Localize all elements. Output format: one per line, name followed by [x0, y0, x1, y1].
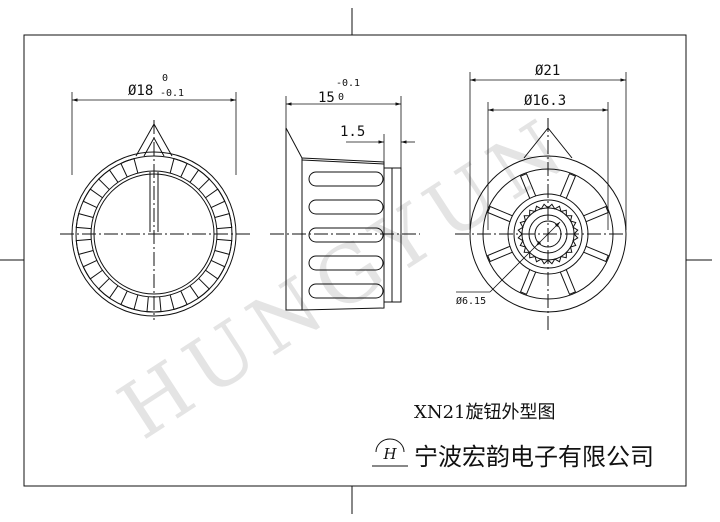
grip-scallop — [205, 260, 226, 280]
grip-scallop — [189, 278, 211, 299]
grip-scallop — [97, 278, 119, 299]
side-rib — [308, 227, 384, 243]
side-tol-upper: -0.1 — [336, 78, 360, 89]
front-tol-lower: -0.1 — [160, 88, 184, 99]
side-view — [270, 127, 420, 311]
front-diameter-dimension — [71, 92, 237, 175]
side-length-dimension — [285, 96, 415, 168]
grip-scallop — [214, 238, 233, 256]
side-rib — [308, 283, 384, 299]
front-tol-upper: 0 — [162, 73, 168, 84]
grip-scallop — [146, 296, 162, 313]
grip-scallop — [82, 188, 103, 208]
grip-scallop — [97, 169, 119, 190]
company-logo: H — [372, 438, 408, 467]
rear-bore-label: Ø6.15 — [456, 295, 486, 307]
grip-scallop — [169, 157, 188, 178]
front-diameter-label: Ø18 — [128, 83, 153, 99]
grip-scallop — [120, 290, 139, 311]
rear-rib — [559, 269, 577, 295]
rear-bore-leader — [456, 221, 561, 293]
rear-outer-label: Ø21 — [535, 63, 560, 79]
rear-rib — [583, 205, 609, 223]
front-view — [60, 120, 250, 320]
grip-scallop — [189, 169, 211, 190]
grip-scallop — [120, 157, 139, 178]
grip-scallop — [75, 212, 94, 230]
company-name: 宁波宏韵电子有限公司 — [414, 443, 654, 471]
grip-scallop — [82, 260, 103, 280]
grip-scallop — [75, 238, 94, 256]
side-rib — [308, 255, 384, 271]
grip-scallop — [169, 290, 188, 311]
side-rib — [308, 199, 384, 215]
company-logo-letter: H — [382, 445, 397, 463]
side-step-label: 1.5 — [340, 124, 365, 140]
grip-scallop — [214, 212, 233, 230]
rear-inner-dimension — [487, 102, 609, 230]
rear-rib — [487, 245, 513, 263]
spline-teeth — [517, 203, 579, 265]
rear-outer-dimension — [469, 72, 627, 230]
rear-rib — [519, 269, 537, 295]
drawing-title: XN21旋钮外型图 — [414, 402, 555, 423]
rear-rib — [519, 173, 537, 199]
side-tol-lower: 0 — [338, 92, 344, 103]
rear-inner-label: Ø16.3 — [524, 93, 566, 109]
side-length-label: 15 — [318, 90, 335, 106]
sheet-border — [0, 8, 712, 514]
rear-rib — [559, 173, 577, 199]
side-rib — [308, 171, 384, 187]
rear-rib — [487, 205, 513, 223]
rear-rib — [583, 245, 609, 263]
grip-scallop — [205, 188, 226, 208]
